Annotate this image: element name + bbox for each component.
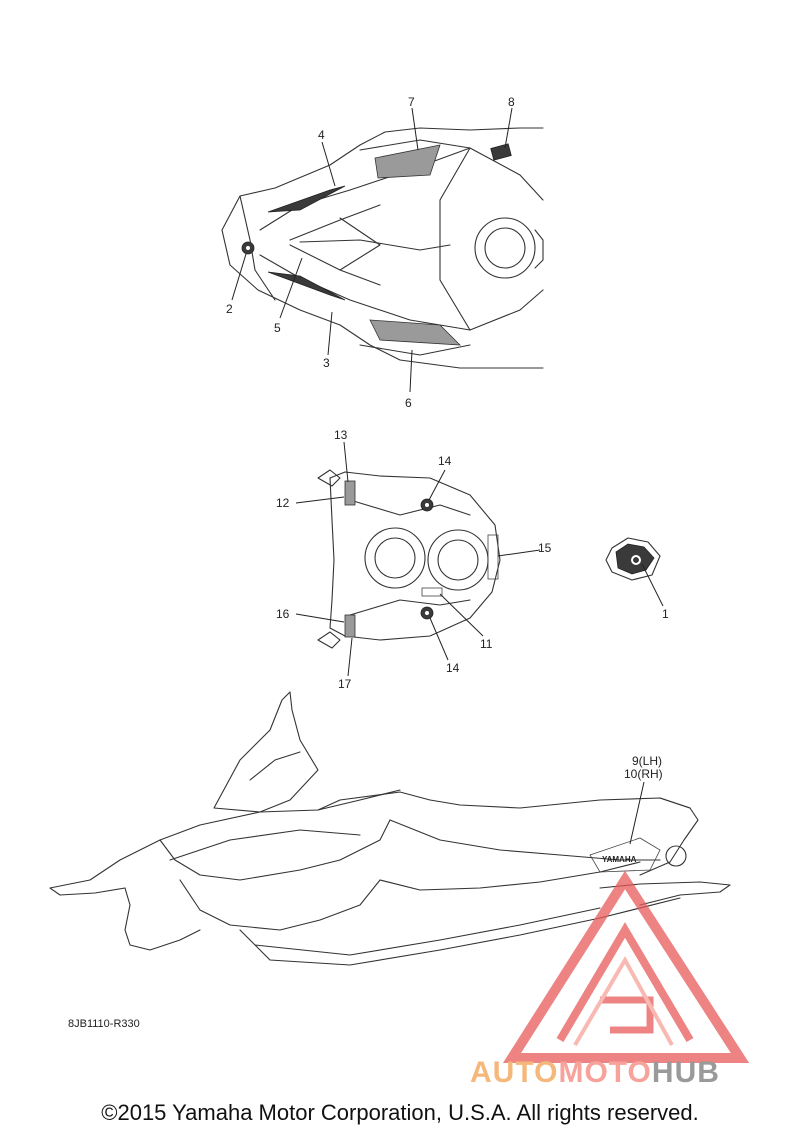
callout-17: 17 bbox=[338, 677, 352, 691]
callout-6: 6 bbox=[405, 396, 412, 410]
callout-8: 8 bbox=[508, 95, 515, 109]
automotohub-logo bbox=[502, 870, 750, 1063]
diagram-code: 8JB1110-R330 bbox=[68, 1018, 140, 1030]
callout-12: 12 bbox=[276, 496, 290, 510]
top-leaders bbox=[231, 107, 513, 393]
callout-10: 10(RH) bbox=[624, 767, 663, 781]
wordmark-hub: HUB bbox=[651, 1056, 720, 1089]
callout-9: 9(LH) bbox=[632, 754, 662, 768]
callout-2: 2 bbox=[226, 302, 233, 316]
middle-leaders bbox=[295, 441, 541, 677]
callout-16: 16 bbox=[276, 607, 290, 621]
yamaha-side-decal-text: YAMAHA bbox=[602, 855, 637, 864]
copyright-notice: ©2015 Yamaha Motor Corporation, U.S.A. A… bbox=[101, 1100, 699, 1125]
callout-14-lower: 14 bbox=[446, 661, 460, 675]
callout-5: 5 bbox=[274, 321, 281, 335]
wordmark-auto: AUTO bbox=[470, 1056, 559, 1089]
callout-3: 3 bbox=[323, 356, 330, 370]
callout-13: 13 bbox=[334, 428, 348, 442]
hood-top-view bbox=[221, 127, 544, 369]
callout-4: 4 bbox=[318, 128, 325, 142]
emblem-part bbox=[605, 537, 664, 607]
callout-11: 11 bbox=[480, 637, 493, 651]
callout-15: 15 bbox=[538, 541, 552, 555]
automotohub-wordmark: AUTOMOTOHUB bbox=[470, 1056, 720, 1090]
callout-14-upper: 14 bbox=[438, 454, 452, 468]
callout-7: 7 bbox=[408, 95, 415, 109]
snowmobile-side-view: YAMAHA bbox=[49, 691, 731, 966]
console-top-view bbox=[317, 469, 501, 649]
wordmark-moto: MOTO bbox=[558, 1056, 652, 1089]
callout-1: 1 bbox=[662, 607, 669, 621]
